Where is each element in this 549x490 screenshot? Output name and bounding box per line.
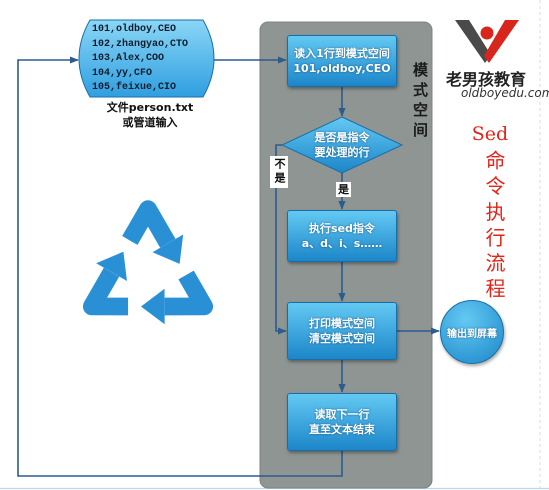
title-cjk: 命令执行流程 — [482, 150, 506, 304]
input-caption-line: 文件person.txt — [106, 101, 194, 114]
logo-red-dot — [480, 26, 494, 40]
clear-text: 清空模式空间 — [309, 332, 375, 345]
execute-command-box: 执行sed指令 a、d、i、s…… — [287, 210, 397, 262]
recycle-arrow-1 — [122, 200, 184, 264]
decision-line: 是否是指令 — [314, 131, 370, 144]
read-next-box: 读取下一行 直至文本结束 — [287, 393, 397, 451]
until-end-text: 直至文本结束 — [309, 423, 375, 436]
read-line-box: 读入1行到模式空间 101,oldboy,CEO — [287, 35, 397, 87]
pattern-space-label: 模式空间 — [411, 62, 429, 142]
read-line-sample: 101,oldboy,CEO — [293, 62, 391, 75]
print-text: 打印模式空间 — [309, 317, 375, 330]
recycle-arrow-head — [140, 288, 165, 325]
input-data-shape — [78, 19, 215, 98]
recycle-arrow-2 — [140, 270, 214, 325]
recycle-icon — [82, 200, 214, 325]
input-caption: 文件person.txt 或管道输入 — [85, 100, 215, 130]
input-record: 102,zhangyao,CTO — [92, 38, 189, 50]
decision-text: 是否是指令 要处理的行 — [292, 128, 392, 162]
input-record: 104,yy,CFO — [92, 67, 153, 79]
decision-line: 要处理的行 — [314, 146, 370, 159]
arrow-loop-back — [17, 56, 343, 477]
input-caption-line: 或管道输入 — [122, 116, 178, 129]
recycle-arrow-head — [152, 234, 184, 264]
recycle-arrow-3 — [82, 251, 129, 316]
execute-command-list: a、d、i、s…… — [301, 237, 383, 250]
output-to-screen-node: 输出到屏幕 — [440, 300, 504, 364]
recycle-arrow-head — [96, 251, 127, 281]
logo-red-stroke — [484, 20, 519, 63]
logo-brand-text: 老男孩教育 — [446, 70, 527, 89]
oldboy-v-logo-icon — [455, 20, 519, 63]
logo-gray-stroke — [455, 20, 491, 63]
input-record: 105,feixue,CIO — [92, 82, 177, 94]
input-records: 101,oldboy,CEO 102,zhangyao,CTO 103,Alex… — [92, 23, 188, 96]
input-record: 103,Alex,COO — [92, 53, 165, 65]
recycle-arrow-band — [122, 200, 176, 248]
print-clear-box: 打印模式空间 清空模式空间 — [287, 302, 397, 360]
output-to-screen-text: 输出到屏幕 — [447, 328, 497, 340]
recycle-arrow-band — [82, 267, 129, 316]
input-record: 101,oldboy,CEO — [92, 24, 177, 35]
arrow-decision-no — [275, 144, 287, 335]
recycle-arrow-band — [164, 270, 214, 316]
edge-label-no: 不是 — [270, 156, 288, 188]
execute-command-text: 执行sed指令 — [309, 222, 375, 235]
edge-label-yes: 是 — [336, 182, 351, 197]
read-next-text: 读取下一行 — [314, 408, 370, 421]
read-line-text: 读入1行到模式空间 — [294, 47, 390, 60]
title-latin: Sed — [471, 123, 509, 145]
logo-url-text: oldboyedu.com — [461, 86, 549, 100]
